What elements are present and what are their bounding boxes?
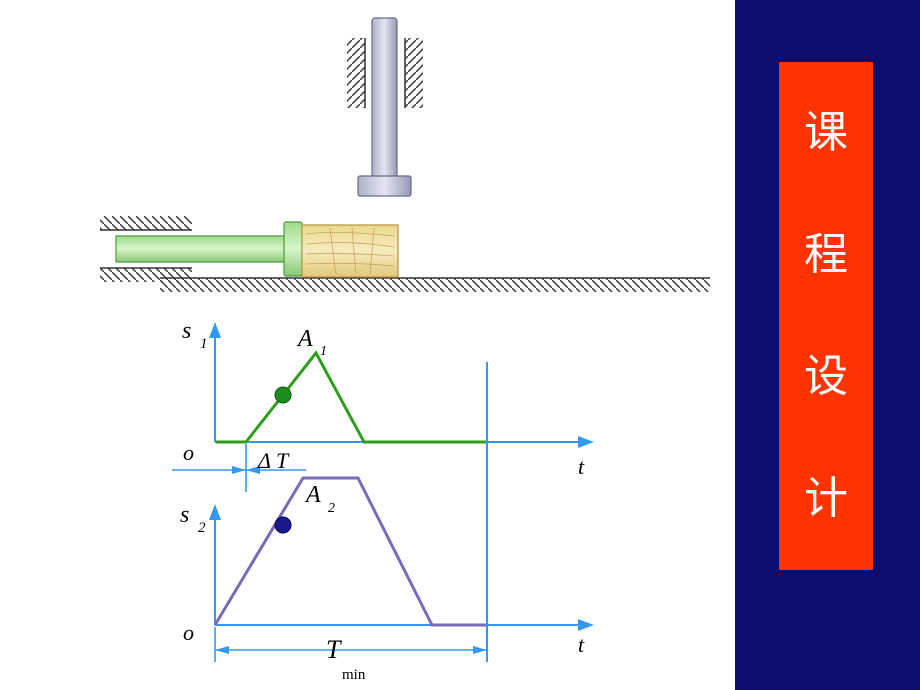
s2-label-sub: 2 <box>198 520 206 536</box>
mechanism-diagram: s 1 A 1 o t Δ T s 2 A 2 o t T min <box>100 17 710 683</box>
graph-s1: s 1 A 1 o t Δ T <box>172 318 594 492</box>
s2-point <box>274 516 292 534</box>
s1-curve <box>216 350 486 444</box>
s1-point <box>274 386 292 404</box>
ground <box>160 277 710 292</box>
tmin-label-sub: min <box>342 667 366 683</box>
title-char-4: 计 <box>804 473 848 524</box>
o1-label: o <box>183 440 194 465</box>
s2-x-arrow <box>578 619 594 631</box>
title-char-1: 课 <box>804 107 848 158</box>
s1-label-sub: 1 <box>200 336 208 352</box>
title-char-2: 程 <box>804 229 848 280</box>
vertical-guide <box>347 38 423 108</box>
horizontal-pusher <box>115 221 303 277</box>
s2-curve <box>213 476 486 627</box>
s1-x-arrow <box>578 436 594 448</box>
title-char-3: 设 <box>804 351 848 402</box>
t1-label: t <box>578 454 585 479</box>
s2-label: s <box>180 502 189 528</box>
workpiece <box>301 224 399 278</box>
a2-label-sub: 2 <box>328 501 335 516</box>
o2-label: o <box>183 620 194 645</box>
s1-y-arrow <box>209 322 221 338</box>
a1-label: A <box>296 326 313 352</box>
s1-label: s <box>182 318 191 344</box>
a1-label-sub: 1 <box>320 344 327 359</box>
s2-y-arrow <box>209 504 221 520</box>
course-design-title: 课 程 设 计 <box>779 62 873 570</box>
graph-s2: s 2 A 2 o t T min <box>180 476 594 683</box>
tmin-label: T <box>326 635 342 664</box>
t2-label: t <box>578 632 585 657</box>
vertical-punch <box>357 17 412 197</box>
delta-t-label: Δ T <box>257 448 290 473</box>
a2-label: A <box>304 482 321 508</box>
